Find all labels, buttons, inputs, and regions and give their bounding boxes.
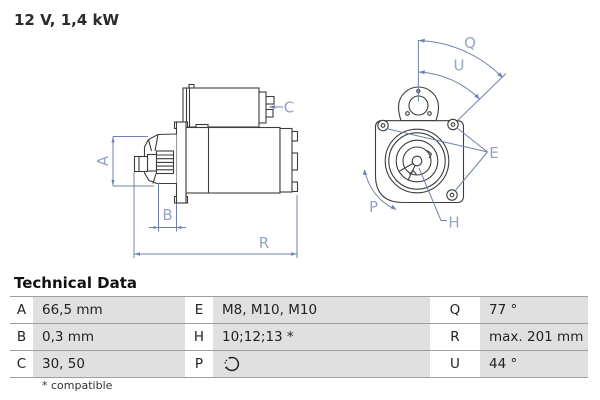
dim-label-b: B [162, 206, 172, 224]
table-cell-key-q: Q [430, 297, 480, 323]
end-cap [279, 127, 293, 193]
terminal-stud [265, 95, 275, 105]
front-view-dimensions: Q U E H P [362, 34, 507, 232]
table-cell-key-r: R [430, 324, 480, 350]
table-cell-key-p: P [185, 351, 213, 377]
dim-label-u: U [454, 57, 465, 75]
solenoid-cap [258, 91, 267, 124]
front-view [374, 86, 465, 204]
terminal-stud [265, 108, 274, 118]
motor-body [185, 126, 281, 194]
solenoid-body [182, 87, 260, 128]
dim-label-r: R [259, 234, 269, 252]
table-row: B 0,3 mm H 10;12;13 * R max. 201 mm [10, 323, 588, 350]
table-cell-key-h: H [185, 324, 213, 350]
table-footnote: * compatible [42, 379, 113, 392]
rotation-direction-icon [224, 356, 240, 372]
table-cell-value-q: 77 ° [480, 297, 588, 323]
table-cell-key-e: E [185, 297, 213, 323]
table-row: C 30, 50 P U 44 ° [10, 350, 588, 377]
starter-motor-technical-drawing: A B R C [94, 34, 507, 258]
table-row: A 66,5 mm E M8, M10, M10 Q 77 ° [10, 296, 588, 323]
table-cell-key-b: B [10, 324, 33, 350]
spec-title: 12 V, 1,4 kW [14, 11, 120, 29]
dim-label-e: E [489, 144, 498, 162]
table-cell-value-b: 0,3 mm [33, 324, 185, 350]
table-cell-value-u: 44 ° [480, 351, 588, 377]
mounting-flange [175, 121, 187, 204]
table-cell-value-e: M8, M10, M10 [213, 297, 430, 323]
table-cell-key-c: C [10, 351, 33, 377]
dim-label-h: H [448, 214, 459, 232]
side-view [133, 83, 299, 204]
technical-data-title: Technical Data [14, 274, 138, 292]
side-view-dimensions: A B R C [94, 99, 298, 258]
table-cell-value-r: max. 201 mm [480, 324, 588, 350]
technical-data-table: A 66,5 mm E M8, M10, M10 Q 77 ° B 0,3 mm… [10, 296, 588, 378]
table-cell-key-u: U [430, 351, 480, 377]
table-cell-value-h: 10;12;13 * [213, 324, 430, 350]
table-cell-value-c: 30, 50 [33, 351, 185, 377]
dim-label-a: A [94, 155, 112, 166]
table-cell-value-p [213, 351, 430, 377]
table-cell-value-a: 66,5 mm [33, 297, 185, 323]
shaft-cap [133, 155, 149, 173]
table-cell-key-a: A [10, 297, 33, 323]
dim-label-p: P [369, 198, 378, 216]
dim-label-q: Q [464, 34, 476, 52]
dim-label-c: C [284, 99, 294, 117]
